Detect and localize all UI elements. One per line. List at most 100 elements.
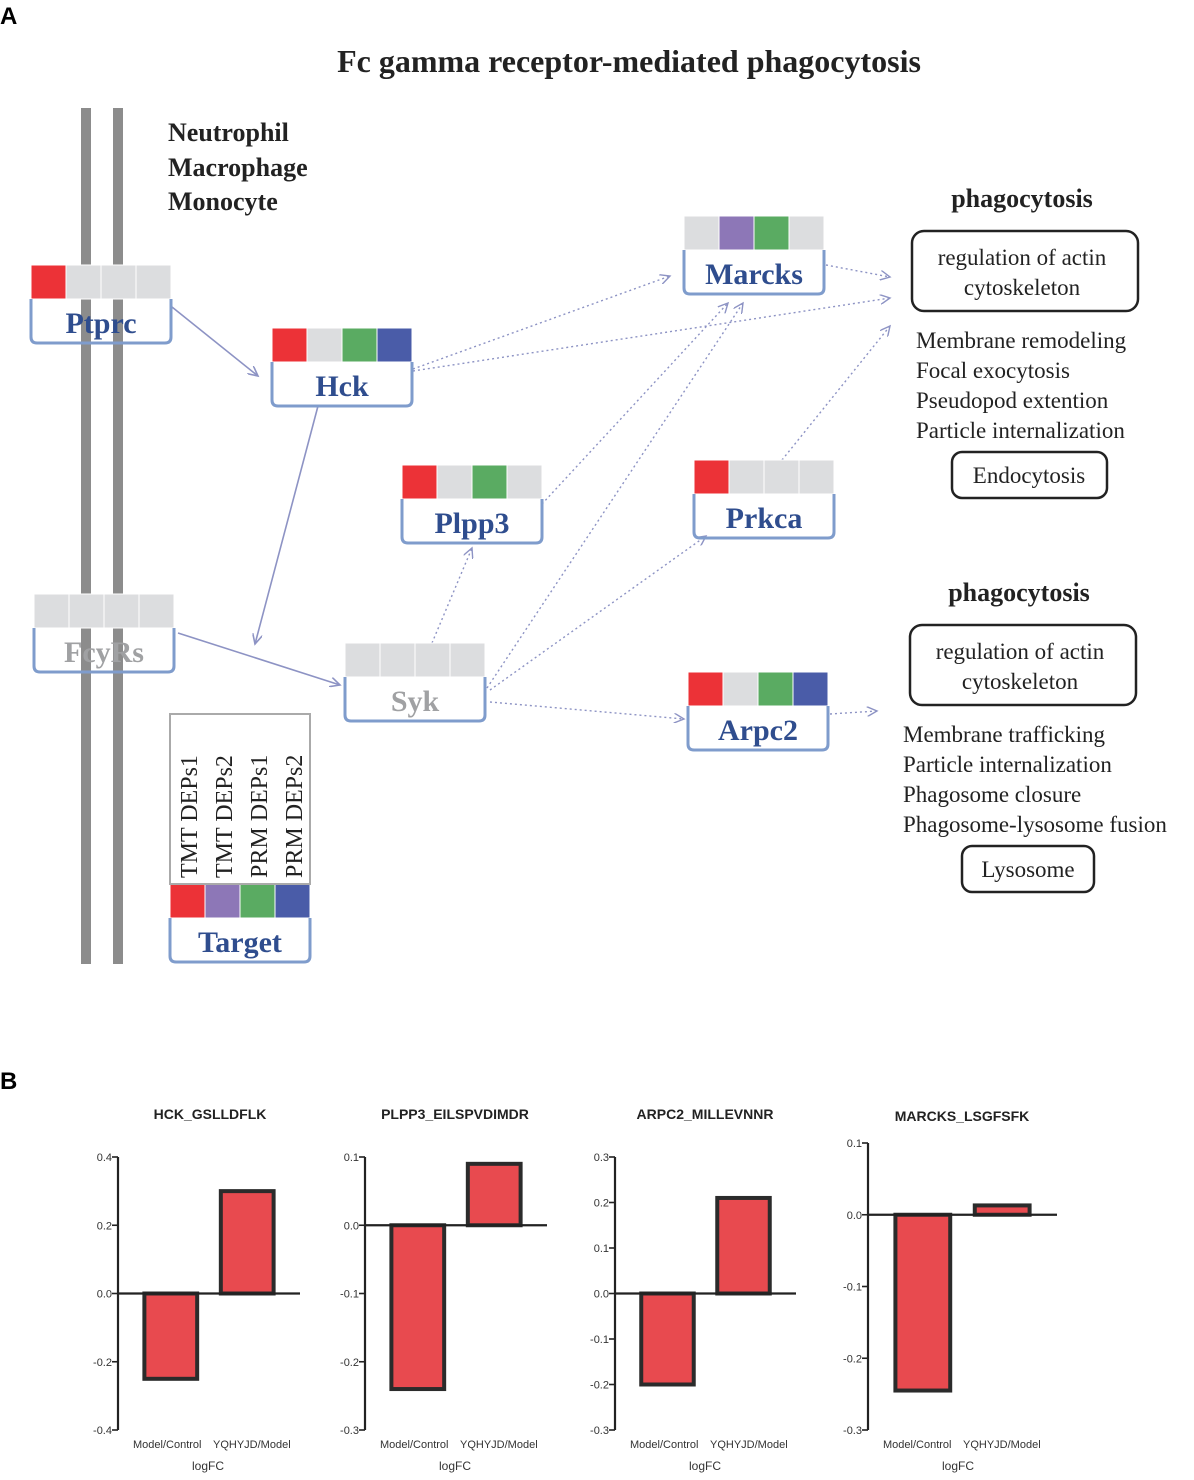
gene-node-cell bbox=[414, 642, 451, 678]
panel-a-label: A bbox=[0, 3, 17, 30]
x-axis-label: logFC bbox=[689, 1459, 721, 1473]
bar-chart-3: ARPC2_MILLEVNNR-0.3-0.2-0.10.00.10.20.3M… bbox=[590, 1106, 796, 1473]
gene-node-cell bbox=[274, 883, 311, 919]
x-axis-label: logFC bbox=[192, 1459, 224, 1473]
gene-node-label: Prkca bbox=[726, 502, 803, 535]
gene-node-cell bbox=[792, 671, 829, 707]
gene-node-syk: Syk bbox=[343, 642, 487, 723]
gene-node-cell bbox=[683, 215, 720, 251]
gene-node-cell bbox=[169, 883, 206, 919]
y-tick-label: 0.0 bbox=[847, 1210, 862, 1222]
gene-node-cell bbox=[100, 264, 137, 300]
outcome-bottom-box bbox=[908, 623, 1138, 707]
legend-label-tmt1: TMT DEPs1 bbox=[177, 755, 203, 878]
membrane-line-right bbox=[113, 108, 123, 964]
gene-node-cell bbox=[436, 464, 473, 500]
gene-node-cell bbox=[68, 593, 105, 629]
membrane-line-left bbox=[81, 108, 91, 964]
gene-node-frame bbox=[400, 499, 544, 545]
outcome-bottom-box-line1: regulation of actin bbox=[936, 639, 1105, 664]
gene-node-cell bbox=[271, 327, 308, 363]
edge-hck-phago bbox=[412, 298, 890, 372]
gene-node-cell bbox=[376, 327, 413, 363]
x-category-label: Model/Control bbox=[133, 1439, 201, 1451]
gene-node-label: Target bbox=[198, 926, 282, 959]
gene-node-cell bbox=[506, 464, 543, 500]
endocytosis-box bbox=[950, 450, 1109, 500]
gene-node-cell bbox=[401, 464, 438, 500]
y-tick-label: 0.0 bbox=[594, 1289, 609, 1301]
outcome-bottom-item: Membrane trafficking bbox=[903, 722, 1106, 747]
y-tick-label: 0.2 bbox=[97, 1220, 112, 1232]
edge-syk-plpp3 bbox=[431, 548, 472, 644]
legend-frame bbox=[169, 713, 311, 885]
gene-node-label: FcyRs bbox=[64, 636, 144, 669]
outcome-top-box-line2: cytoskeleton bbox=[964, 275, 1081, 300]
gene-node-frame bbox=[682, 250, 826, 296]
y-tick-label: 0.1 bbox=[847, 1138, 862, 1150]
gene-node-cell bbox=[138, 593, 175, 629]
bar-model-control bbox=[142, 1291, 200, 1381]
cell-type-neutrophil: Neutrophil bbox=[168, 118, 289, 147]
y-tick-label: -0.1 bbox=[843, 1282, 862, 1294]
gene-node-label: Marcks bbox=[705, 258, 803, 291]
gene-node-cell bbox=[687, 671, 724, 707]
outcome-bottom-item: Particle internalization bbox=[903, 752, 1112, 777]
bar-chart-4: MARCKS_LSGFSFK-0.3-0.2-0.10.00.1Model/Co… bbox=[843, 1108, 1057, 1473]
cell-type-monocyte: Monocyte bbox=[168, 187, 278, 216]
y-tick-label: -0.3 bbox=[340, 1425, 359, 1437]
x-category-label: Model/Control bbox=[883, 1439, 951, 1451]
x-category-label: Model/Control bbox=[380, 1439, 448, 1451]
gene-node-frame bbox=[32, 628, 176, 674]
gene-node-cell bbox=[753, 215, 790, 251]
bar-yqhyjd-model bbox=[972, 1203, 1032, 1217]
legend: TMT DEPs1 TMT DEPs2 PRM DEPs1 PRM DEPs2 bbox=[169, 713, 311, 885]
x-category-label: YQHYJD/Model bbox=[213, 1439, 291, 1451]
gene-node-cell bbox=[722, 671, 759, 707]
x-axis-label: logFC bbox=[439, 1459, 471, 1473]
outcome-top-item: Pseudopod extention bbox=[916, 388, 1109, 413]
y-tick-label: 0.4 bbox=[97, 1152, 112, 1164]
edge-ptprc-hck bbox=[171, 306, 258, 376]
bar-yqhyjd-model bbox=[465, 1161, 523, 1228]
gene-node-ptprc: Ptprc bbox=[29, 264, 173, 345]
gene-node-cell bbox=[344, 642, 381, 678]
gene-node-label: Arpc2 bbox=[718, 714, 798, 747]
gene-node-label: Syk bbox=[391, 685, 440, 718]
edge-syk-prkca bbox=[489, 536, 706, 691]
y-tick-label: -0.3 bbox=[843, 1425, 862, 1437]
gene-node-frame bbox=[270, 362, 414, 408]
gene-node-cell bbox=[379, 642, 416, 678]
y-tick-label: -0.2 bbox=[843, 1353, 862, 1365]
edge-fcyrs-syk bbox=[177, 632, 340, 685]
gene-node-cell bbox=[718, 215, 755, 251]
outcome-top-heading: phagocytosis bbox=[951, 184, 1093, 213]
edge-hck-fcyrs bbox=[255, 405, 319, 644]
y-tick-label: -0.2 bbox=[340, 1357, 359, 1369]
y-tick-label: -0.2 bbox=[590, 1380, 609, 1392]
gene-node-cell bbox=[239, 883, 276, 919]
gene-node-cell bbox=[757, 671, 794, 707]
gene-node-frame bbox=[168, 918, 312, 964]
x-category-label: Model/Control bbox=[630, 1439, 698, 1451]
gene-node-cell bbox=[65, 264, 102, 300]
outcome-top-box-line1: regulation of actin bbox=[938, 245, 1107, 270]
outcome-top-item: Membrane remodeling bbox=[916, 328, 1127, 353]
gene-node-cell bbox=[33, 593, 70, 629]
bar-charts: HCK_GSLLDFLK-0.4-0.20.00.20.4Model/Contr… bbox=[93, 1106, 1057, 1473]
pathway-edges bbox=[171, 264, 890, 719]
gene-node-label: Ptprc bbox=[65, 307, 136, 340]
gene-node-frame bbox=[686, 706, 830, 752]
gene-node-hck: Hck bbox=[270, 327, 414, 408]
gene-node-cell bbox=[693, 459, 730, 495]
edge-syk-marcks bbox=[486, 303, 743, 689]
gene-node-cell bbox=[788, 215, 825, 251]
outcome-top-item: Focal exocytosis bbox=[916, 358, 1070, 383]
bar-chart-2: PLPP3_EILSPVDIMDR-0.3-0.2-0.10.00.1Model… bbox=[340, 1106, 547, 1473]
chart-title: HCK_GSLLDFLK bbox=[154, 1106, 267, 1122]
edge-arpc2-phago bbox=[829, 711, 877, 714]
y-tick-label: 0.0 bbox=[97, 1289, 112, 1301]
legend-label-prm2: PRM DEPs2 bbox=[282, 755, 308, 878]
gene-node-target: Target bbox=[168, 883, 312, 964]
